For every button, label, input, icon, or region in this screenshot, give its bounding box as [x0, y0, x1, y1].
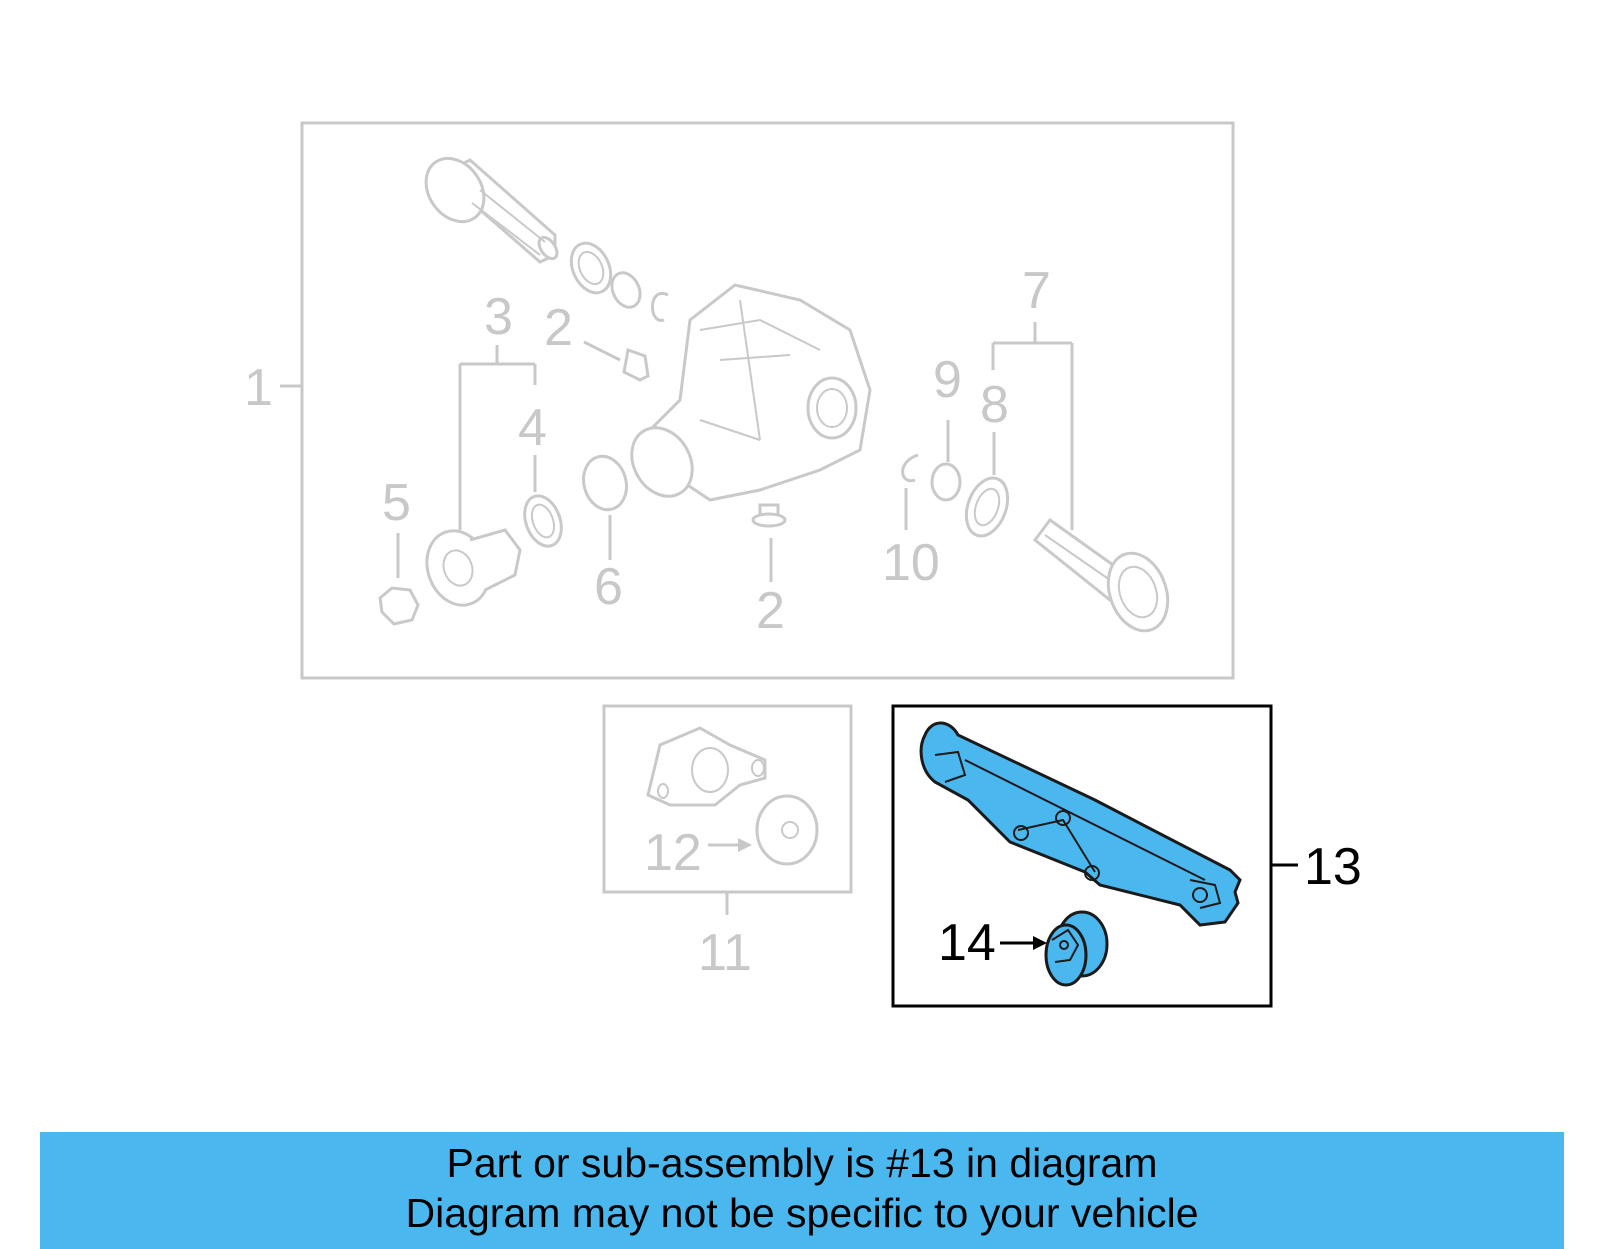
bearing-9-part — [930, 462, 962, 502]
nut-part — [378, 586, 420, 626]
bearing-part — [610, 271, 642, 309]
info-banner: Part or sub-assembly is #13 in diagram D… — [40, 1132, 1564, 1249]
mount-bracket-part — [646, 726, 767, 807]
snap-ring-part — [651, 291, 669, 322]
callout-2-top[interactable]: 2 — [544, 299, 573, 357]
bushing-14-part[interactable] — [1044, 910, 1109, 987]
callout-12[interactable]: 12 — [644, 824, 702, 882]
callout-7[interactable]: 7 — [1022, 262, 1051, 320]
assembly-group-11: 11 12 — [602, 704, 853, 982]
callout-10[interactable]: 10 — [882, 534, 940, 592]
callout-8[interactable]: 8 — [980, 376, 1009, 434]
seal-8-part — [964, 476, 1010, 538]
callout-14[interactable]: 14 — [938, 914, 996, 972]
bushing-14-face — [1044, 923, 1088, 987]
crossmember-body — [919, 721, 1242, 927]
callout-2-bottom[interactable]: 2 — [756, 582, 785, 640]
callout-3[interactable]: 3 — [484, 288, 513, 346]
bushing-12-part — [755, 794, 819, 866]
snap-ring-10-part — [901, 453, 919, 483]
seal-part — [569, 241, 613, 295]
group-13-frame — [891, 704, 1273, 1008]
banner-line-2: Diagram may not be specific to your vehi… — [405, 1190, 1199, 1236]
input-shaft-part — [424, 156, 559, 264]
callout-1[interactable]: 1 — [244, 359, 273, 417]
callout-6[interactable]: 6 — [594, 558, 623, 616]
banner-line-1: Part or sub-assembly is #13 in diagram — [446, 1140, 1158, 1186]
callout-9[interactable]: 9 — [933, 351, 962, 409]
callout-11[interactable]: 11 — [698, 924, 752, 982]
assembly-group-1: 1 2 3 4 — [244, 121, 1235, 680]
callout-13[interactable]: 13 — [1304, 838, 1362, 896]
seal-4-part — [523, 494, 563, 548]
assembly-group-13: 13 14 — [891, 704, 1362, 1008]
callout-4[interactable]: 4 — [518, 399, 547, 457]
output-shaft-part — [1032, 517, 1170, 633]
output-flange-part — [425, 528, 522, 607]
differential-housing-part — [630, 283, 872, 528]
seal-6-part — [582, 454, 628, 512]
callout-5[interactable]: 5 — [382, 474, 411, 532]
group-11-frame — [602, 704, 853, 894]
group-1-frame — [300, 121, 1235, 680]
crossmember-part[interactable] — [919, 721, 1242, 927]
